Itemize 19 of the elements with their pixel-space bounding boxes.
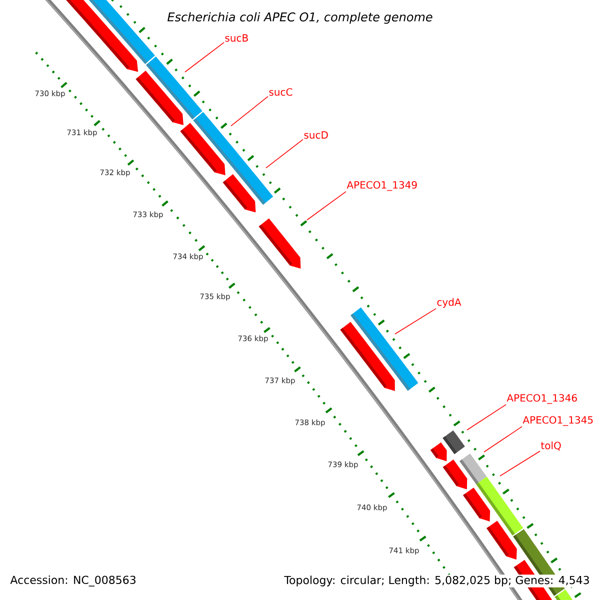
leader-line [500,450,540,476]
genome-info-text: Topology: circular; Length: 5,082,025 bp; Genes: 4,543 [283,574,591,588]
leader-line [484,426,522,452]
gene-label: APECO1_1349 [346,181,417,191]
leader-line [466,404,506,430]
gene-label: APECO1_1345 [522,416,593,426]
leader-line [266,139,304,168]
leader-line [306,191,346,220]
leader-line [184,42,224,72]
gene-label: sucB [225,34,248,42]
accession-text: Accession: NC_008563 [9,574,138,588]
gene-label: sucC [269,88,292,96]
gene-label: APECO1_1346 [506,394,577,404]
gene-label: sucD [304,131,328,139]
gene-label: cydA [437,298,462,308]
title: Escherichia coli APEC O1, complete genome [166,11,434,25]
leader-line [230,96,268,126]
leader-line [394,308,436,334]
gene-label: tolQ [540,442,561,450]
